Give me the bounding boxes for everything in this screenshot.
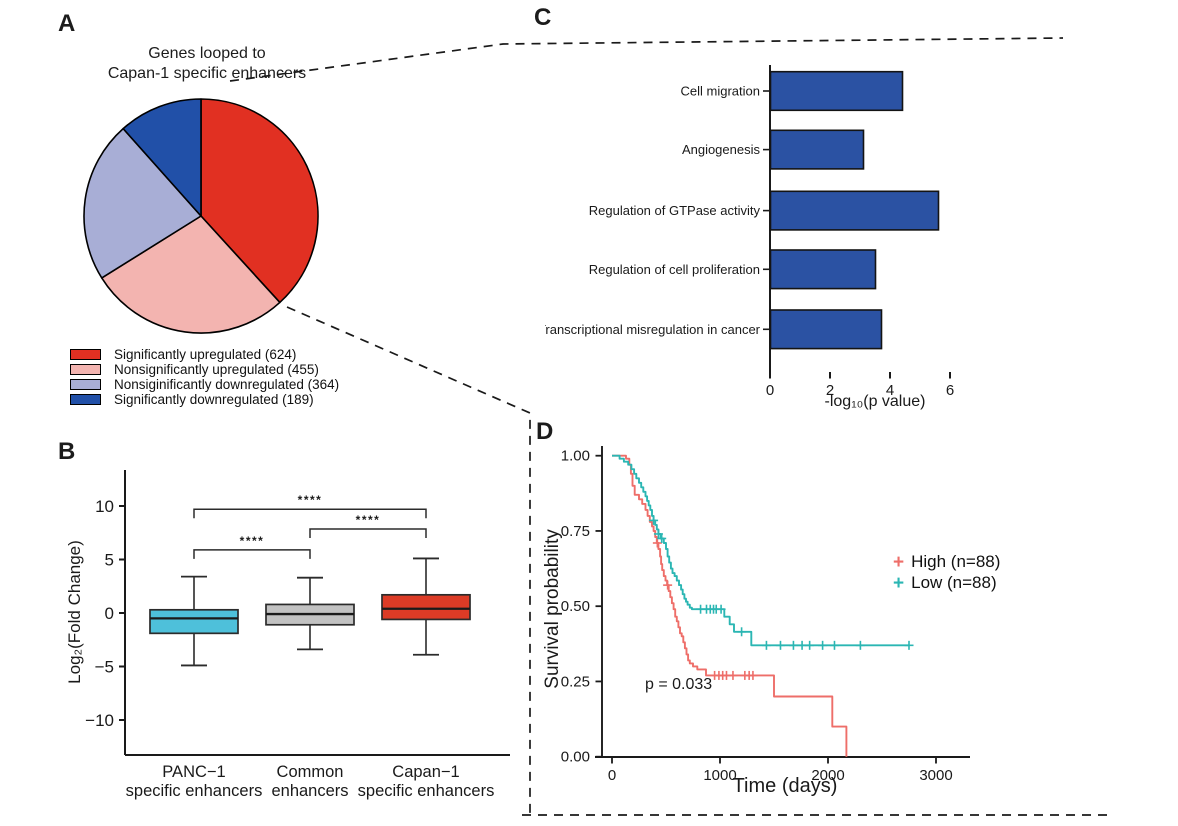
km-x-tick-label: 0 [608, 767, 616, 784]
box-category-label-line1: Common [277, 763, 344, 781]
legend-swatch [70, 379, 101, 390]
bar-x-axis-label: -log₁₀(p value) [824, 393, 926, 410]
bar-1 [769, 129, 865, 170]
bar-category-label: Transcriptional misregulation in cancer [545, 322, 761, 337]
significance-bracket [193, 549, 311, 559]
bar-2 [769, 190, 940, 231]
box-category-label-line1: Capan−1 [392, 763, 459, 781]
panel-d-label: D [536, 418, 554, 445]
panel-c-label: C [534, 4, 552, 31]
box-2 [381, 593, 471, 621]
pie-legend-item: Significantly downregulated (189) [70, 392, 339, 407]
pie-slice-3 [122, 98, 202, 217]
legend-swatch [70, 364, 101, 375]
significance-stars: **** [298, 493, 323, 507]
panel-a-label: A [58, 10, 76, 37]
panel-b-label: B [58, 438, 76, 465]
box-category-label-line2: specific enhancers [358, 782, 495, 800]
bar-x-tick-label: 6 [946, 382, 954, 399]
bar-category-label: Angiogenesis [682, 142, 761, 157]
km-x-axis-label: Time (days) [732, 775, 838, 797]
bar-x-tick-label: 0 [766, 382, 774, 399]
bar-4 [769, 309, 883, 350]
box-0 [149, 608, 239, 635]
bar-category-label: Regulation of cell proliferation [589, 262, 760, 277]
box-y-tick-label: 0 [105, 604, 114, 623]
legend-swatch [70, 394, 101, 405]
box-y-tick-label: −10 [85, 711, 114, 730]
km-curve-low [612, 454, 909, 647]
legend-swatch [70, 349, 101, 360]
pie-title-line1: Genes looped to [148, 45, 266, 62]
box-y-tick-label: 10 [95, 497, 114, 516]
censor-plus-icon: + [893, 551, 905, 573]
legend-label: Nonsiginificantly downregulated (364) [114, 377, 340, 392]
box-category-label-line2: specific enhancers [126, 782, 263, 800]
pie-legend-item: Nonsignificantly upregulated (455) [70, 362, 339, 377]
significance-stars: **** [356, 513, 381, 527]
bar-3 [769, 249, 877, 290]
km-y-tick-label: 0.75 [561, 523, 590, 540]
km-p-value: p = 0.033 [645, 676, 713, 693]
pie-legend: Significantly upregulated (624)Nonsignif… [70, 347, 340, 407]
km-x-tick-label: 3000 [919, 767, 952, 784]
km-y-tick-label: 0.25 [561, 673, 590, 690]
pie-legend-item: Nonsiginificantly downregulated (364) [70, 377, 340, 392]
pie-slice-0 [200, 98, 319, 304]
box-y-tick-label: −5 [95, 658, 114, 677]
km-curve-high [612, 454, 848, 757]
pie-slice-1 [100, 215, 281, 334]
bar-x-tick-label: 2 [826, 382, 834, 399]
box-category-label-line2: enhancers [271, 782, 348, 800]
bar-category-label: Cell migration [681, 84, 760, 99]
legend-label: Significantly downregulated (189) [114, 392, 314, 407]
legend-label: Nonsignificantly upregulated (455) [114, 362, 319, 377]
km-y-tick-label: 0.00 [561, 749, 590, 766]
km-legend: + High (n=88) + Low (n=88) [893, 552, 1000, 593]
km-legend-label: High (n=88) [911, 552, 1001, 571]
km-legend-item: + Low (n=88) [893, 573, 1000, 593]
km-x-tick-label: 1000 [703, 767, 736, 784]
km-y-tick-label: 1.00 [561, 448, 590, 465]
censor-plus-icon: + [893, 572, 905, 594]
pie-legend-item: Significantly upregulated (624) [70, 347, 339, 362]
legend-label: Significantly upregulated (624) [114, 347, 297, 362]
km-legend-label: Low (n=88) [911, 573, 997, 592]
significance-bracket [193, 508, 427, 519]
significance-bracket [309, 528, 427, 539]
bar-category-label: Regulation of GTPase activity [589, 203, 761, 218]
bar-x-tick-label: 4 [886, 382, 894, 399]
km-x-tick-label: 2000 [811, 767, 844, 784]
pie-title-line2: Capan-1 specific enhancers [107, 65, 307, 82]
kaplan-meier-plot: 0.00 0.25 0.50 0.75 1.00 0 1000 2000 3000 [561, 446, 970, 784]
pie-slice-2 [83, 127, 202, 279]
pie-chart-title: Genes looped to Capan-1 specific enhance… [82, 44, 332, 84]
box-y-tick-label: 5 [105, 551, 114, 570]
box-category-label-line1: PANC−1 [162, 763, 225, 781]
pie-chart [83, 98, 319, 334]
km-y-tick-label: 0.50 [561, 598, 590, 615]
significance-stars: **** [240, 534, 265, 548]
km-legend-item: + High (n=88) [893, 552, 1000, 572]
bar-0 [769, 70, 904, 112]
